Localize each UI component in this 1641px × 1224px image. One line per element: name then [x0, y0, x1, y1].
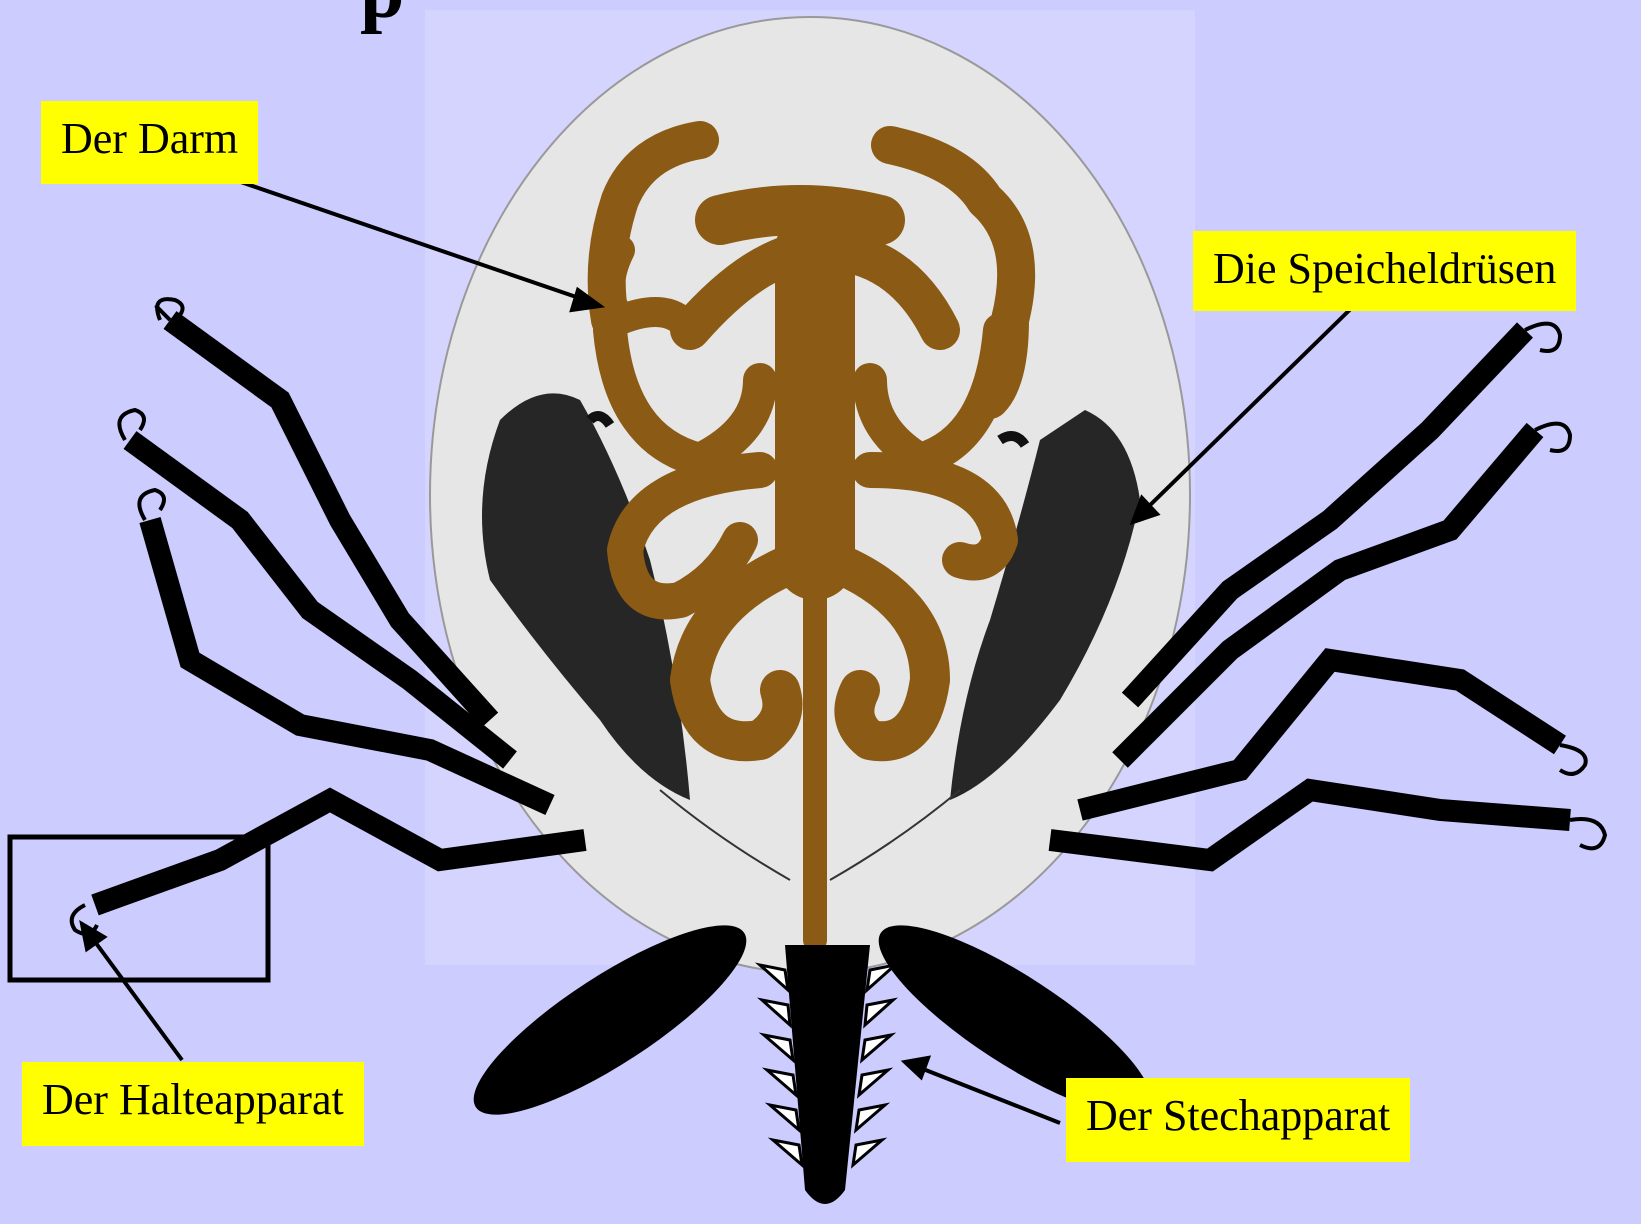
label-piercing-apparatus: Der Stechapparat	[1066, 1078, 1410, 1162]
label-gut: Der Darm	[41, 101, 258, 184]
hypostome	[760, 945, 895, 1204]
label-salivary-glands: Die Speicheldrüsen	[1193, 231, 1576, 311]
label-holding-apparatus: Der Halteapparat	[22, 1062, 364, 1146]
